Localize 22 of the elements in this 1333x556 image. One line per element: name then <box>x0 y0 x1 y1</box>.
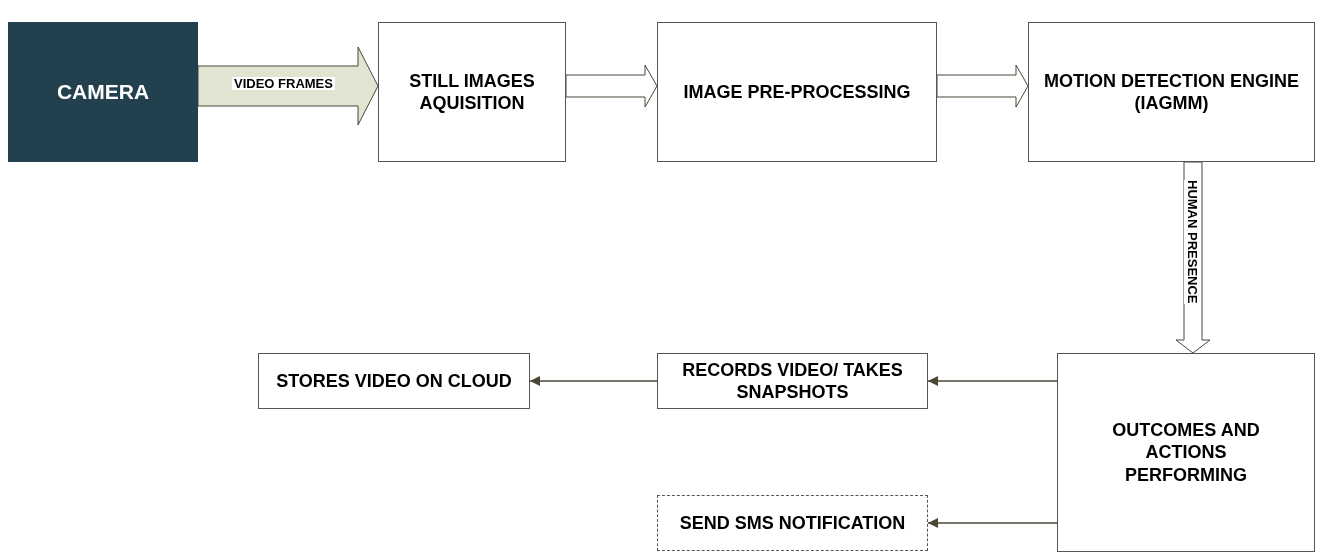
box-label: IMAGE PRE-PROCESSING <box>683 80 911 104</box>
block-arrow <box>936 64 1029 108</box>
process-box <box>657 353 928 409</box>
box-label: CAMERA <box>56 78 150 105</box>
box-label: STILL IMAGES AQUISITION <box>408 69 536 115</box>
block-arrow <box>565 64 658 108</box>
process-box <box>657 495 928 551</box>
process-box <box>378 22 566 162</box>
box-label: MOTION DETECTION ENGINE (IAGMM) <box>1043 69 1300 115</box>
arrow <box>927 376 1058 386</box>
box-label: RECORDS VIDEO/ TAKES SNAPSHOTS <box>681 358 904 404</box>
process-box <box>258 353 530 409</box>
box-label: SEND SMS NOTIFICATION <box>679 511 906 535</box>
process-box <box>1057 353 1315 552</box>
process-box <box>8 22 198 162</box>
arrow <box>529 376 658 386</box>
box-label: STORES VIDEO ON CLOUD <box>276 369 512 393</box>
process-box <box>657 22 937 162</box>
box-label: OUTCOMES AND ACTIONS PERFORMING <box>1111 418 1261 487</box>
process-box <box>1028 22 1315 162</box>
arrow <box>927 518 1058 528</box>
edge-label: VIDEO FRAMES <box>232 77 335 90</box>
